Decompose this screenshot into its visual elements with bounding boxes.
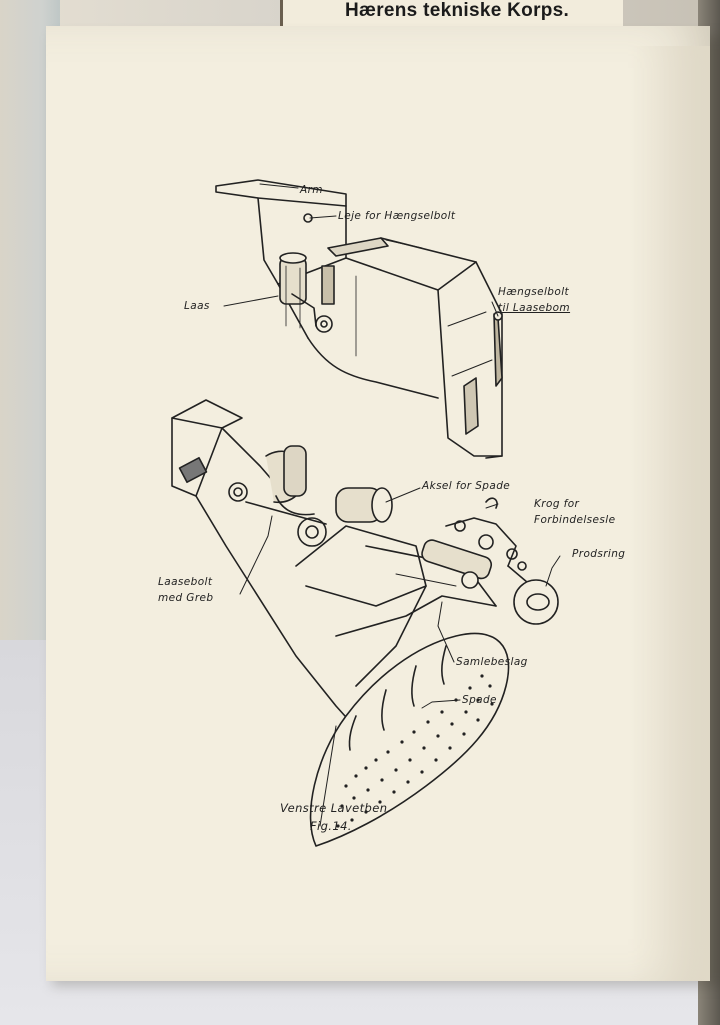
page-curl-shading: [630, 46, 710, 981]
spade-rivets: [336, 674, 494, 828]
document-page: Arm Leje for Hængselbolt Laas Hængselbol…: [46, 26, 710, 981]
label-laasebolt-line1: Laasebolt: [158, 576, 213, 588]
figure-caption-title: Venstre Lavetben: [280, 801, 388, 815]
label-spade: Spade: [462, 694, 497, 706]
label-krog-for-line1: Krog for: [534, 498, 580, 510]
figure-caption-number: Fig.14.: [310, 819, 352, 833]
label-laas: Laas: [184, 300, 210, 312]
label-haengselbolt-line2: til Laasebom: [498, 302, 571, 314]
upper-trail-assembly: [215, 179, 503, 459]
leader-lines: [223, 183, 561, 709]
label-samlebeslag: Samlebeslag: [456, 656, 528, 668]
lower-trail-assembly: [171, 399, 559, 847]
label-arm: Arm: [300, 184, 323, 196]
label-prodsring: Prodsring: [572, 548, 626, 560]
background-book-title: Hærens tekniske Korps.: [345, 0, 570, 21]
background-book-cover: [280, 0, 623, 30]
label-krog-for-line2: Forbindelsesle: [534, 514, 616, 526]
label-aksel-for-spade: Aksel for Spade: [422, 480, 511, 492]
label-laasebolt-line2: med Greb: [158, 592, 214, 604]
label-haengselbolt-line1: Hængselbolt: [498, 286, 570, 298]
label-leje-for-haengselbolt: Leje for Hængselbolt: [338, 210, 456, 222]
technical-drawing: [171, 179, 561, 847]
